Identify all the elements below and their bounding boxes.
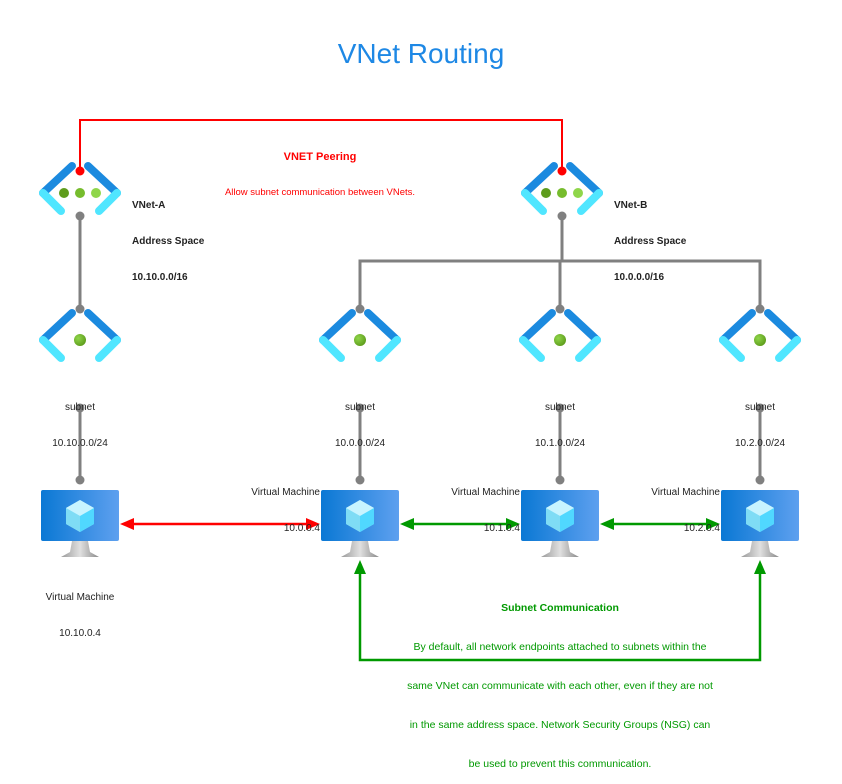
subnet-cidr: 10.10.0.0/24: [52, 438, 108, 449]
subnet-icon[interactable]: [523, 313, 597, 358]
subnet-label: subnet 10.2.0.0/24: [735, 378, 785, 462]
vnet-cidr: 10.10.0.0/16: [132, 272, 188, 283]
subnet-icon[interactable]: [723, 313, 797, 358]
peering-endpoint-a: [75, 166, 85, 176]
virtual-machine-icon[interactable]: [321, 490, 399, 557]
subnet-communication-arrow: [354, 560, 766, 662]
subnet-label: subnet 10.1.0.0/24: [535, 378, 585, 462]
subnet-communication-line: same VNet can communicate with each othe…: [407, 680, 713, 692]
subnet-communication-heading: Subnet Communication: [501, 602, 619, 614]
connector-dot: [75, 304, 85, 314]
virtual-machine-icon[interactable]: [521, 490, 599, 557]
subnet-traffic-arrow: [400, 518, 520, 530]
vnet-a-icon[interactable]: [43, 166, 117, 211]
diagram-title: VNet Routing: [337, 38, 505, 69]
subnet-cidr: 10.0.0.0/24: [334, 438, 386, 449]
vm-ip: 10.0.0.4: [283, 523, 320, 534]
connector-dot: [75, 211, 85, 221]
peering-endpoint-b: [557, 166, 567, 176]
vm-name: Virtual Machine: [451, 487, 520, 498]
peering-traffic-arrow: [120, 518, 320, 530]
vm-name: Virtual Machine: [45, 592, 115, 603]
vm-ip: 10.2.0.4: [683, 523, 720, 534]
subnet-name: subnet: [344, 402, 376, 413]
vnet-name: VNet-A: [132, 200, 166, 211]
subnet-to-vm-connectors: [75, 403, 765, 485]
vm-name: Virtual Machine: [651, 487, 720, 498]
subnet-label: subnet 10.0.0.0/24: [335, 378, 385, 462]
subnet-communication-line: By default, all network endpoints attach…: [413, 641, 707, 653]
vnet-cidr: 10.0.0.0/16: [614, 272, 665, 283]
vnet-b-icon[interactable]: [525, 166, 599, 211]
peering-heading: VNET Peering: [283, 151, 357, 163]
subnet-name: subnet: [544, 402, 576, 413]
subnet-cidr: 10.2.0.0/24: [734, 438, 786, 449]
subnet-icon[interactable]: [43, 313, 117, 358]
subnet-name: subnet: [64, 402, 96, 413]
virtual-machine-icon[interactable]: [41, 490, 119, 557]
peering-description: Allow subnet communication between VNets…: [224, 187, 416, 198]
vnet-name: VNet-B: [614, 200, 648, 211]
vnet-b-to-subnets-connector: [355, 211, 765, 314]
subnet-traffic-arrow: [600, 518, 720, 530]
subnet-icon[interactable]: [323, 313, 397, 358]
subnet-communication-note: Subnet Communication By default, all net…: [407, 576, 713, 784]
peering-connector: [79, 119, 563, 171]
vm-ip: 10.1.0.4: [483, 523, 520, 534]
vm-label: Virtual Machine 10.10.0.4: [46, 568, 115, 652]
vnet-address-space-label: Address Space: [132, 236, 205, 247]
subnet-name: subnet: [744, 402, 776, 413]
peering-label: VNET Peering Allow subnet communication …: [225, 127, 415, 211]
vm-ip: 10.10.0.4: [59, 628, 101, 639]
subnet-communication-line: in the same address space. Network Secur…: [409, 719, 711, 731]
vnet-b-label: VNet-B Address Space 10.0.0.0/16: [614, 176, 686, 296]
vnet-a-label: VNet-A Address Space 10.10.0.0/16: [132, 176, 204, 296]
subnet-label: subnet 10.10.0.0/24: [52, 378, 108, 462]
vnet-routing-diagram: [0, 119, 842, 662]
vnet-address-space-label: Address Space: [614, 236, 687, 247]
virtual-machine-icon[interactable]: [721, 490, 799, 557]
vm-name: Virtual Machine: [251, 487, 320, 498]
vm-label: Virtual Machine 10.2.0.4: [651, 463, 720, 547]
vm-label: Virtual Machine 10.0.0.4: [251, 463, 320, 547]
subnet-cidr: 10.1.0.0/24: [534, 438, 586, 449]
vm-label: Virtual Machine 10.1.0.4: [451, 463, 520, 547]
subnet-communication-line: be used to prevent this communication.: [468, 758, 652, 770]
